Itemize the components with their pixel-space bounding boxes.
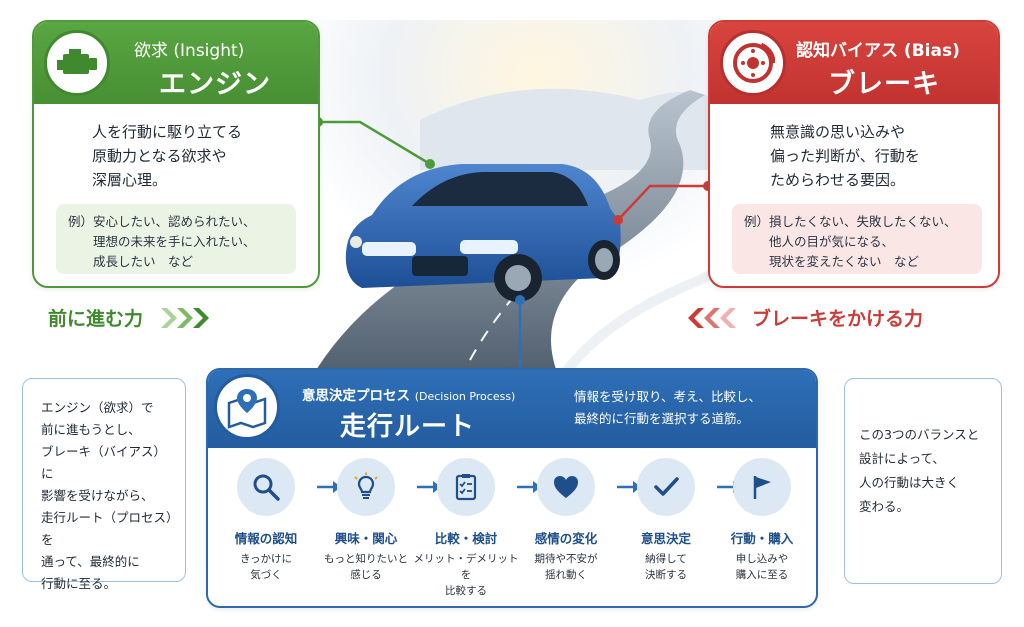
engine-desc-line: 人を行動に駆り立てる [92,123,243,141]
car [345,164,621,302]
step-sub-line: 決断する [645,569,687,581]
step-sub-line: 申し込みや [735,553,789,565]
process-subtitle-en: (Decision Process) [414,390,516,403]
process-title: 走行ルート [340,412,476,442]
process-card-header: 意思決定プロセス (Decision Process) 走行ルート 情報を受け取… [208,370,816,448]
chevron-right-icon [161,307,210,328]
step-sub: 期待や不安が 揺れ動く [512,551,620,583]
note-line: 影響を受けながら、 [41,488,154,503]
process-step: 感情の変化 期待や不安が 揺れ動く [512,458,620,583]
step-sub: 納得して 決断する [612,551,720,583]
left-summary-note: エンジン（欲求）で 前に進もうとし、 ブレーキ（バイアス）に 影響を受けながら、… [22,378,186,591]
brake-desc-line: ためらわせる要因。 [770,171,906,189]
engine-examples: 例）安心したい、認められたい、 理想の未来を手に入れたい、 成長したい など [56,204,296,274]
note-line: ブレーキ（バイアス）に [41,444,167,481]
forward-force-label: 前に進む力 [48,304,213,331]
engine-description: 人を行動に駆り立てる 原動力となる欲求や 深層心理。 [92,120,302,192]
step-sub-line: 期待や不安が [534,553,598,565]
brake-desc-line: 偏った判断が、行動を [770,147,920,165]
forward-force-text: 前に進む力 [48,308,144,330]
note-line: 設計によって、 [859,451,945,466]
engine-card-header: 欲求 (Insight) エンジン [34,22,318,104]
step-title: 興味・関心 [334,531,398,546]
engine-icon [44,30,110,96]
step-title: 情報の認知 [234,531,298,546]
brake-subtitle: 認知バイアス (Bias) [796,41,960,61]
brake-description: 無意識の思い込みや 偏った判断が、行動を ためらわせる要因。 [770,120,990,192]
note-line: 変わる。 [859,499,910,514]
step-sub-line: 比較する [445,585,487,597]
step-sub-line: メリット・デメリットを [413,553,519,581]
step-sub-line: 感じる [350,569,382,581]
note-line: 行動に至る。 [41,576,117,591]
process-step: 興味・関心 もっと知りたいと 感じる [312,458,420,583]
brake-card-header: 認知バイアス (Bias) ブレーキ [710,22,998,104]
process-step: 意思決定 納得して 決断する [612,458,720,583]
brake-force-label: ブレーキをかける力 [684,304,923,331]
brake-force-text: ブレーキをかける力 [752,308,924,330]
note-line: 通って、最終的に [41,554,140,569]
engine-example-line: 例）安心したい、認められたい、 [68,214,256,229]
heart-icon [537,458,595,516]
brake-example-line: 例）損したくない、失敗したくない、 [744,214,957,229]
magnifier-icon [237,458,295,516]
flag-icon [733,458,791,516]
process-step: 比較・検討 メリット・デメリットを 比較する [412,458,520,599]
step-sub-line: 揺れ動く [545,569,587,581]
process-step: 情報の認知 きっかけに 気づく [212,458,320,583]
process-desc-line: 最終的に行動を選択する道筋。 [574,411,750,426]
note-line: 人の行動は大きく [859,475,960,490]
step-title: 意思決定 [640,531,691,546]
process-steps: 情報の認知 きっかけに 気づく [208,458,816,606]
engine-subtitle: 欲求 (Insight) [134,41,245,61]
engine-title: エンジン [159,69,271,100]
step-sub-line: 購入に至る [735,569,789,581]
brake-example-line: 現状を変えたくない など [744,254,920,269]
step-sub-line: もっと知りたいと [324,553,408,565]
step-sub: もっと知りたいと 感じる [312,551,420,583]
note-line: 走行ルート（プロセス）を [41,510,173,547]
step-title: 行動・購入 [730,531,794,546]
step-sub: 申し込みや 購入に至る [708,551,816,583]
note-line: 前に進もうとし、 [41,422,141,437]
engine-desc-line: 原動力となる欲求や [92,147,227,165]
brake-example-line: 他人の目が気になる、 [744,234,895,249]
step-sub-line: 気づく [250,569,282,581]
process-desc-line: 情報を受け取り、考え、比較し、 [574,389,762,404]
map-pin-icon [214,374,280,440]
brake-disc-icon [720,30,786,96]
brake-examples: 例）損したくない、失敗したくない、 他人の目が気になる、 現状を変えたくない な… [732,204,982,274]
lightbulb-icon [337,458,395,516]
engine-card: 欲求 (Insight) エンジン 人を行動に駆り立てる 原動力となる欲求や 深… [32,20,320,288]
right-summary-note: この3つのバランスと 設計によって、 人の行動は大きく 変わる。 [844,378,1002,584]
step-sub-line: きっかけに [239,553,293,565]
process-step: 行動・購入 申し込みや 購入に至る [708,458,816,583]
checkmark-icon [637,458,695,516]
process-subtitle: 意思決定プロセス (Decision Process) [302,384,515,404]
step-title: 比較・検討 [434,531,498,546]
step-title: 感情の変化 [534,531,598,546]
step-sub: メリット・デメリットを 比較する [412,551,520,599]
brake-desc-line: 無意識の思い込みや [770,123,906,141]
note-line: エンジン（欲求）で [41,400,154,415]
process-card: 意思決定プロセス (Decision Process) 走行ルート 情報を受け取… [206,368,818,608]
engine-example-line: 理想の未来を手に入れたい、 [68,234,256,249]
chevron-left-icon [688,307,736,328]
engine-example-line: 成長したい など [68,254,194,269]
step-sub: きっかけに 気づく [212,551,320,583]
step-sub-line: 納得して [645,553,687,565]
note-line: この3つのバランスと [859,427,980,442]
checklist-icon [437,458,495,516]
brake-title: ブレーキ [828,69,940,100]
process-description: 情報を受け取り、考え、比較し、 最終的に行動を選択する道筋。 [574,386,810,430]
engine-desc-line: 深層心理。 [92,171,168,189]
brake-card: 認知バイアス (Bias) ブレーキ 無意識の思い込みや 偏った判断が、行動を … [708,20,1000,288]
process-subtitle-jp: 意思決定プロセス [302,388,410,404]
